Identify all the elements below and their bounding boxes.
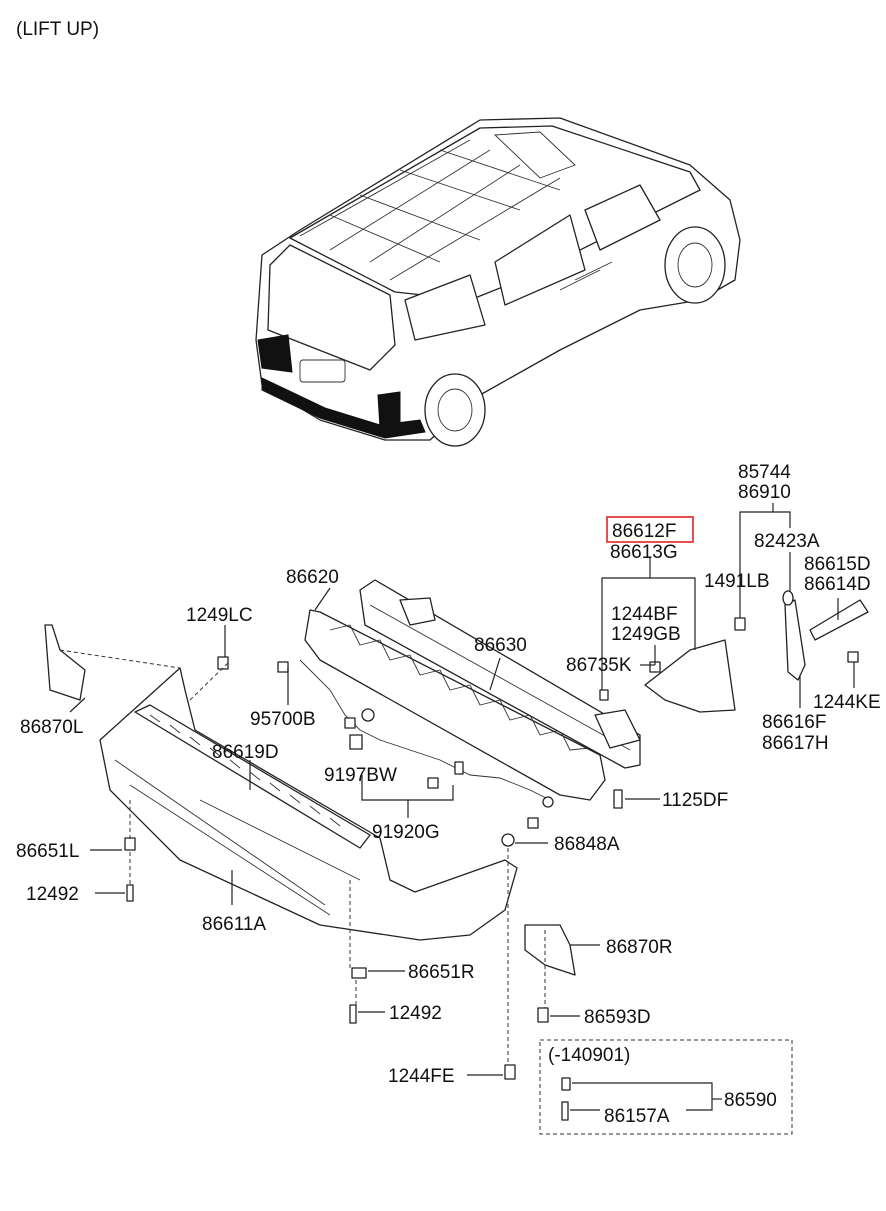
label-86620: 86620 [286,567,339,588]
highlight-box [606,516,694,543]
sensors [277,661,554,829]
side-bracket-86616F [784,599,806,681]
label-1244BF: 1244BF [611,604,678,625]
label-1125DF: 1125DF [662,790,728,811]
side-bracket-86613G [644,639,736,713]
label-86593D: 86593D [584,1007,651,1028]
step-pad [134,704,371,849]
vehicle-illustration [255,117,741,447]
leader-lines [69,503,855,1111]
label-1491LB: 1491LB [704,571,770,592]
part-labels: 85744 86910 86612F 86613G 82423A 86615D … [16,462,881,1127]
diagram-title: (LIFT UP) [16,19,99,40]
label-95700B: 95700B [250,709,316,730]
label-1244KE: 1244KE [813,692,881,713]
label-86614D: 86614D [804,574,871,595]
fasteners [124,590,859,1121]
label-140901: (-140901) [548,1045,630,1066]
label-86615D: 86615D [804,554,871,575]
label-86617H: 86617H [762,733,829,754]
label-86651R: 86651R [408,962,475,983]
label-86616F: 86616F [762,712,826,733]
label-1249LC: 1249LC [186,605,253,626]
guide-lines [59,649,546,1065]
side-bracket-86615D [809,599,869,641]
label-86651L: 86651L [16,841,79,862]
legend-box [539,1039,793,1135]
label-86613G: 86613G [610,542,678,563]
label-86735K: 86735K [566,655,632,676]
label-12492-center: 12492 [389,1003,442,1024]
label-86870L: 86870L [20,717,83,738]
mud-guard-left [44,624,86,701]
label-86612F: 86612F [612,521,676,542]
label-86870R: 86870R [606,937,673,958]
mud-guard-right [524,924,576,976]
bumper-beam [359,579,641,769]
label-12492-left: 12492 [26,884,79,905]
energy-absorber [304,609,606,801]
label-91920G: 91920G [372,822,440,843]
label-86848A: 86848A [554,834,620,855]
label-86910: 86910 [738,482,791,503]
label-86157A: 86157A [604,1106,670,1127]
label-86630: 86630 [474,635,527,656]
wiring-harness [299,659,551,801]
label-9197BW: 9197BW [324,765,397,786]
label-85744: 85744 [738,462,791,483]
label-82423A: 82423A [754,531,820,552]
label-1249GB: 1249GB [611,624,681,645]
label-86590: 86590 [724,1090,777,1111]
label-1244FE: 1244FE [388,1066,455,1087]
label-86611A: 86611A [202,914,266,935]
label-86619D: 86619D [212,742,279,763]
